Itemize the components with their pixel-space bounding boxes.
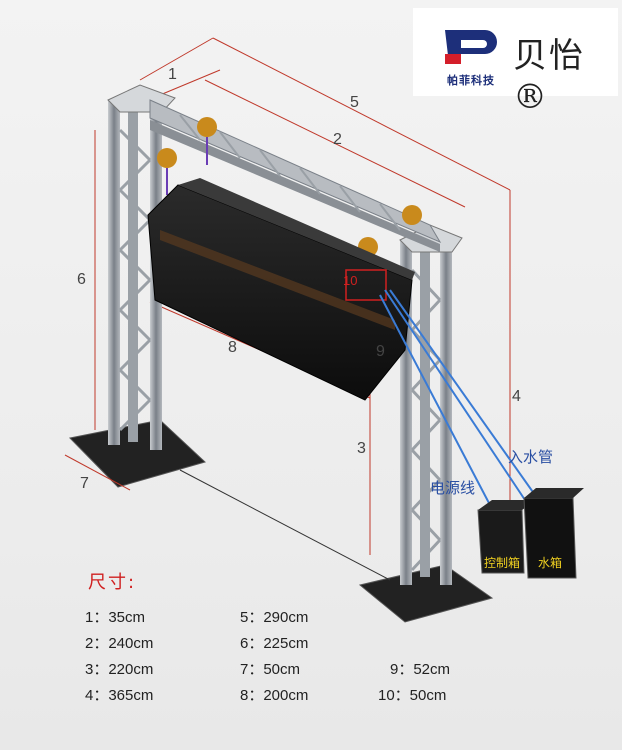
dimension-marker-10: 10	[343, 273, 358, 288]
water-tank-shape	[523, 488, 584, 579]
dimension-marker-6: 6	[77, 271, 86, 288]
dimension-marker-4: 4	[512, 388, 521, 405]
spec-4: 4：365cm	[85, 687, 154, 704]
hoist-left	[157, 117, 217, 195]
dimension-marker-9: 9	[376, 343, 385, 360]
dimension-marker-2: 2	[333, 131, 342, 148]
dimension-marker-8: 8	[228, 339, 237, 356]
spec-2: 2：240cm	[85, 635, 154, 652]
dimension-marker-5: 5	[350, 94, 359, 111]
right-truss-tower	[399, 224, 463, 585]
hoses	[379, 289, 536, 506]
spec-3: 3：220cm	[85, 661, 154, 678]
ground-line	[179, 469, 391, 581]
rain-curtain-body	[147, 178, 415, 401]
logo-p-icon	[445, 30, 497, 64]
power-line-label: 电源线	[430, 479, 476, 497]
dimension-marker-3: 3	[357, 440, 366, 457]
dimension-marker-7: 7	[80, 475, 89, 492]
water-inlet-label: 入水管	[508, 448, 554, 466]
dimension-marker-1: 1	[168, 66, 177, 83]
brand-logo: 帕菲科技 贝怡®	[413, 8, 618, 117]
brand-name: 贝怡®	[513, 36, 585, 117]
spec-1: 1：35cm	[85, 609, 146, 626]
spec-7: 7：50cm	[240, 661, 301, 678]
spec-8: 8：200cm	[240, 687, 309, 704]
spec-9: 9：52cm	[390, 661, 451, 678]
control-box-shape	[477, 500, 536, 574]
water-tank-label: 水箱	[538, 556, 563, 570]
control-box-label: 控制箱	[484, 556, 521, 570]
top-crossbeam	[149, 99, 442, 252]
right-base-plate	[358, 564, 494, 623]
spec-10: 10：50cm	[378, 687, 447, 704]
legend-title: 尺寸:	[88, 572, 137, 593]
logo-subtitle: 帕菲科技	[447, 74, 495, 87]
spec-5: 5：290cm	[240, 609, 309, 626]
spec-6: 6：225cm	[240, 635, 309, 652]
